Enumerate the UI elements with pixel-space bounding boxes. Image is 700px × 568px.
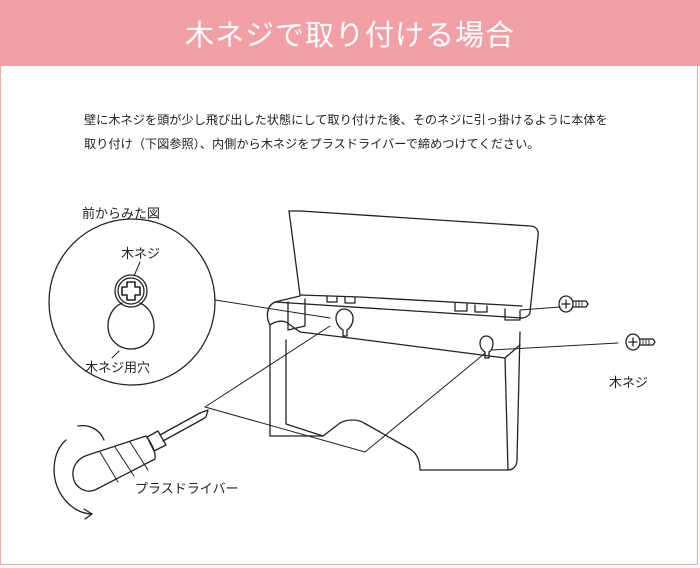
screw-head-icon (114, 274, 148, 308)
wood-screw-icon-top (558, 295, 589, 313)
box-body (266, 210, 539, 471)
front-view-label: 前からみた図 (82, 207, 161, 222)
screwdriver-icon (53, 409, 209, 520)
keyhole-shape (107, 302, 155, 350)
page-title: 木ネジで取り付ける場合 (184, 18, 515, 52)
screw-label-inset: 木ネジ (121, 247, 161, 262)
front-view-inset (48, 218, 216, 386)
wood-screw-icon-side (625, 333, 656, 351)
screw-label-side: 木ネジ (609, 376, 649, 391)
screw-hole-label: 木ネジ用穴 (85, 361, 151, 376)
screwdriver-label: プラスドライバー (135, 482, 239, 497)
body-keyhole-left (335, 308, 354, 337)
instruction-line-1: 壁に木ネジを頭が少し飛び出した状態にして取り付けた後、そのネジに引っ掛けるように… (84, 113, 608, 127)
instruction-text: 壁に木ネジを頭が少し飛び出した状態にして取り付けた後、そのネジに引っ掛けるように… (84, 108, 664, 156)
body-keyhole-right (479, 335, 494, 359)
instruction-line-2: 取り付け（下図参照）、内側から木ネジをプラスドライバーで締めつけてください。 (84, 137, 540, 151)
header-bar: 木ネジで取り付ける場合 (0, 0, 700, 66)
